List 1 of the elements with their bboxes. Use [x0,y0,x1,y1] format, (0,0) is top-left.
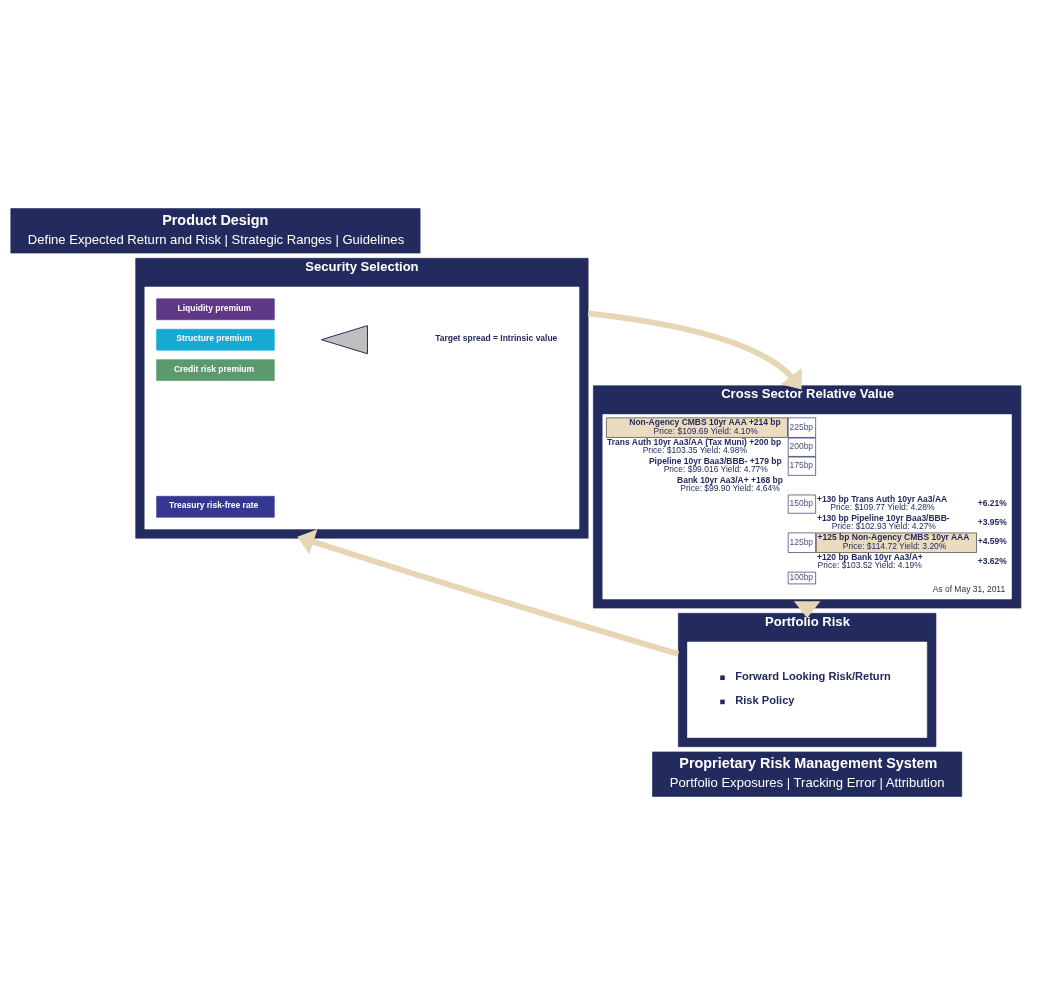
node-text: Target spread = Intrinsic value [435,333,558,344]
